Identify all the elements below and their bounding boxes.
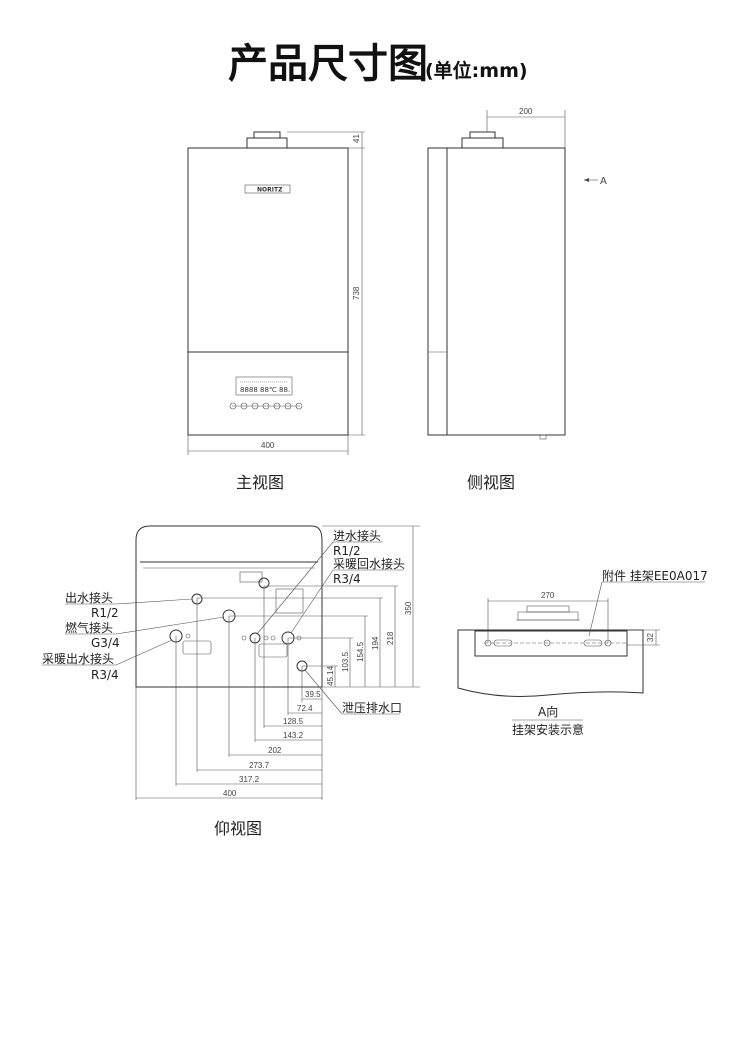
dim-v-103-5: 103.5 — [341, 651, 350, 672]
spec-water-inlet: R1/2 — [333, 544, 361, 558]
label-gas-inlet: 燃气接头 — [65, 620, 113, 635]
dim-h-72-4: 72.4 — [297, 704, 313, 713]
brand-text: NORITZ — [257, 187, 283, 194]
a-view-caption: A向 — [538, 704, 558, 719]
dim-h-317-2: 317.2 — [239, 775, 260, 784]
dim-h-273-7: 273.7 — [249, 761, 270, 770]
spec-gas-inlet: G3/4 — [91, 636, 120, 650]
bottom-view: 45.14 103.5 154.5 194 218 350 39.5 72.4 … — [42, 525, 420, 800]
dim-h-202: 202 — [268, 746, 282, 755]
view-a-arrow-label: A — [600, 176, 607, 187]
spec-water-outlet: R1/2 — [91, 606, 119, 620]
dim-depth: 200 — [519, 107, 533, 116]
dim-v-194: 194 — [371, 636, 380, 650]
dim-h-128-5: 128.5 — [283, 717, 304, 726]
dim-v-218: 218 — [386, 631, 395, 645]
dim-h-143-2: 143.2 — [283, 731, 304, 740]
control-buttons — [229, 402, 303, 410]
dim-bracket-height: 32 — [646, 633, 655, 642]
dim-h-400: 400 — [223, 789, 237, 798]
a-view: 270 32 附件 挂架EE0A017 A向 挂架安装示意 — [457, 569, 708, 737]
front-view: NORITZ 8888 88℃ 88. 41 738 400 — [187, 131, 365, 455]
label-accessory-bracket: 附件 挂架EE0A017 — [602, 569, 708, 583]
control-display — [235, 376, 293, 396]
dim-bracket-width: 270 — [541, 591, 555, 600]
spec-heating-outlet: R3/4 — [91, 668, 119, 682]
svg-text:8888 88℃ 88.: 8888 88℃ 88. — [240, 386, 290, 394]
dim-chimney: 41 — [352, 134, 361, 143]
front-view-caption: 主视图 — [236, 473, 284, 492]
dim-width: 400 — [261, 441, 275, 450]
dim-v-350: 350 — [404, 601, 413, 615]
bracket-install-caption: 挂架安装示意 — [512, 722, 584, 737]
spec-heating-return: R3/4 — [333, 572, 361, 586]
dim-h-39-5: 39.5 — [305, 690, 321, 699]
brand-logo — [244, 184, 291, 194]
dim-height: 738 — [352, 286, 361, 300]
unit-label: (单位:mm) — [425, 59, 528, 82]
label-water-inlet: 进水接头 — [333, 528, 381, 543]
dim-v-154-5: 154.5 — [356, 641, 365, 662]
side-view-caption: 侧视图 — [467, 473, 515, 492]
page-title: 产品尺寸图 — [228, 41, 428, 87]
dim-v-45-14: 45.14 — [326, 665, 335, 686]
label-water-outlet: 出水接头 — [65, 590, 113, 605]
label-drain: 泄压排水口 — [342, 701, 402, 715]
side-view: 200 A — [427, 107, 607, 440]
bottom-view-caption: 仰视图 — [214, 819, 262, 838]
label-heating-return: 采暖回水接头 — [333, 556, 405, 571]
label-heating-outlet: 采暖出水接头 — [42, 651, 114, 666]
